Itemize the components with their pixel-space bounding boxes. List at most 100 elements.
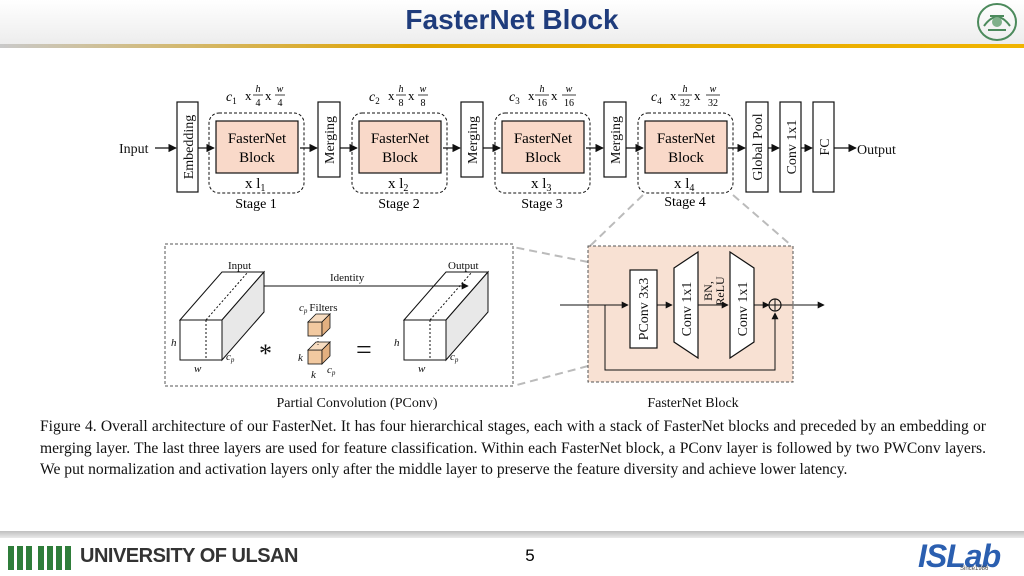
- merging-layer-1: [317, 101, 341, 178]
- svg-text:c1: c1: [226, 90, 237, 106]
- output-label: Output: [857, 143, 896, 158]
- detail-pconv-box: [629, 269, 658, 349]
- pconv-h-out: h: [394, 337, 400, 349]
- pconv-input-cube: [178, 270, 266, 362]
- page-number: 5: [525, 546, 535, 565]
- stage-3-wden: 16: [564, 98, 574, 109]
- stage-4-repeat: x l: [674, 176, 689, 192]
- stage-1-label: Stage 1: [235, 197, 277, 212]
- stage-4: FasterNet Block x l4 Stage 4 c4 x h 32 x…: [637, 84, 734, 210]
- global-pool-label: Global Pool: [751, 113, 766, 180]
- slide-title: FasterNet Block: [405, 4, 619, 35]
- stage-1-block-line1: FasterNet: [228, 131, 287, 147]
- conv1x1-layer: [779, 101, 802, 193]
- stage-4-c: c: [651, 90, 658, 105]
- stage-1-repeat: x l: [245, 176, 260, 192]
- pconv-filters-word: Filters: [309, 302, 337, 314]
- university-logo-icon: [8, 546, 71, 570]
- stage-3-x1: x: [528, 88, 535, 103]
- pconv-caption: Partial Convolution (PConv): [277, 396, 438, 411]
- svg-text:x l3: x l3: [531, 176, 551, 194]
- stage-3-hden: 16: [537, 98, 547, 109]
- pconv-filters-c: c: [299, 302, 304, 314]
- pconv-cp-f-sub: p: [331, 369, 336, 377]
- stage-3-c-sub: 3: [515, 96, 520, 106]
- fc-layer: [812, 101, 835, 193]
- merging-layer-2: [460, 101, 484, 178]
- stage-3-w: w: [566, 84, 573, 95]
- stage-2-c-sub: 2: [375, 96, 380, 106]
- stage-1-wden: 4: [278, 98, 283, 109]
- pconv-cp-in-sub: p: [230, 356, 235, 364]
- pconv-cp-out-sub: p: [454, 356, 459, 364]
- stage-2-w: w: [420, 84, 427, 95]
- pconv-filter-cubes: [307, 313, 331, 365]
- stage-4-hden: 32: [680, 98, 690, 109]
- pconv-output-label: Output: [448, 260, 479, 272]
- pconv-filters-sub: p: [303, 307, 308, 315]
- stage-1-repeat-sub: 1: [260, 183, 265, 194]
- stage-1-hden: 4: [256, 98, 261, 109]
- stage-2-label: Stage 2: [378, 197, 420, 212]
- detail-pconv-label: PConv 3x3: [637, 278, 652, 341]
- footer-divider: [0, 531, 1024, 538]
- stage-2-h: h: [399, 84, 404, 95]
- stage-3-c: c: [509, 90, 516, 105]
- svg-text:c3: c3: [509, 90, 520, 106]
- stage-3: FasterNet Block x l3 Stage 3 c3 x h 16 x…: [494, 84, 591, 212]
- pconv-w-out: w: [418, 363, 426, 375]
- stage-4-wden: 32: [708, 98, 718, 109]
- svg-text:cp: cp: [226, 351, 235, 364]
- merging-label-3: Merging: [609, 116, 624, 164]
- detail-conv-b-label: Conv 1x1: [736, 282, 751, 337]
- global-pool-layer: [745, 101, 769, 193]
- university-name: UNIVERSITY OF ULSAN: [80, 545, 298, 567]
- svg-text:c2: c2: [369, 90, 380, 106]
- figure-caption: Figure 4. Overall architecture of our Fa…: [40, 418, 986, 478]
- university-seal-icon: [977, 3, 1017, 41]
- pconv-k2: k: [311, 369, 317, 381]
- pconv-cp-f-c: c: [327, 364, 332, 376]
- detail-conv-a-label: Conv 1x1: [680, 282, 695, 337]
- fasternet-block-detail: PConv 3x3 Conv 1x1 BN, ReLU Conv 1x1 Fas…: [560, 245, 825, 411]
- stage-2-block-line1: FasterNet: [371, 131, 430, 147]
- stage-2-x1: x: [388, 88, 395, 103]
- stage-2-c: c: [369, 90, 376, 105]
- stage-4-h: h: [683, 84, 688, 95]
- pconv-cp-out-c: c: [450, 351, 455, 363]
- svg-text:x l4: x l4: [674, 176, 694, 194]
- input-label: Input: [119, 142, 149, 157]
- stage-4-x1: x: [670, 88, 677, 103]
- merging-label-2: Merging: [466, 116, 481, 164]
- stage-3-block-line1: FasterNet: [514, 131, 573, 147]
- stage-2-block-line2: Block: [382, 150, 418, 166]
- conv1x1-label: Conv 1x1: [785, 120, 800, 175]
- stage-1: FasterNet Block x l1 Stage 1 c1 x h 4 x …: [208, 84, 305, 212]
- pconv-input-label: Input: [228, 260, 251, 272]
- fc-label: FC: [818, 138, 833, 155]
- stage-3-label: Stage 3: [521, 197, 563, 212]
- detail-relu-label: ReLU: [713, 276, 727, 306]
- stage-1-x1: x: [245, 88, 252, 103]
- pconv-w-in: w: [194, 363, 202, 375]
- stage-3-block-line2: Block: [525, 150, 561, 166]
- pconv-h-in: h: [171, 337, 177, 349]
- stage-2-repeat: x l: [388, 176, 403, 192]
- stage-2-hden: 8: [399, 98, 404, 109]
- stage-4-label: Stage 4: [664, 195, 706, 210]
- stage-1-h: h: [256, 84, 261, 95]
- detail-conv-b-trapezoid: [729, 250, 755, 360]
- stage-4-block-line2: Block: [668, 150, 704, 166]
- stage-4-repeat-sub: 4: [689, 183, 694, 194]
- title-underline: [0, 44, 1024, 48]
- svg-text:c4: c4: [651, 90, 662, 106]
- pconv-equals: =: [356, 335, 372, 366]
- detail-caption: FasterNet Block: [647, 396, 738, 411]
- lab-logo: ISLab: [918, 538, 1001, 574]
- svg-text:x l1: x l1: [245, 176, 265, 194]
- stage-4-block-line1: FasterNet: [657, 131, 716, 147]
- stage-3-repeat-sub: 3: [546, 183, 551, 194]
